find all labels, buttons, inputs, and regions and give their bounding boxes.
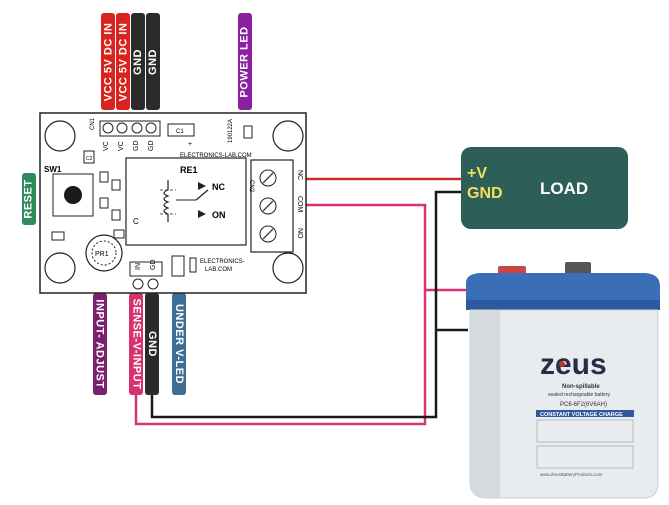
cn1-header xyxy=(99,120,161,137)
load-title: LOAD xyxy=(540,179,588,198)
reset-label: RESET xyxy=(22,173,36,225)
c2-text: C2 xyxy=(86,156,93,162)
cn2-text: CN2 xyxy=(248,180,254,193)
relay-board: CN1 VC VC GD GD C1 + 190122A ELECTRONICS… xyxy=(39,112,307,294)
site-text-bottom-1: ELECTRONICS- xyxy=(200,259,245,265)
site-text-top: ELECTRONICS-LAB.COM xyxy=(180,153,252,159)
no-terminal-text: NO xyxy=(296,228,303,239)
wire-com-to-battery-plus xyxy=(305,203,468,292)
battery: zeus Non-spillable sealed rechargeable b… xyxy=(466,262,660,499)
battery-charge: CONSTANT VOLTAGE CHARGE xyxy=(540,412,623,418)
com-terminal-text: COM xyxy=(296,196,303,213)
sense-input-label: SENSE-V-INPUT xyxy=(129,293,143,395)
wire-sense-to-battery-plus xyxy=(134,290,427,426)
mounting-hole xyxy=(272,252,304,284)
power-led-label: POWER LED xyxy=(238,13,252,110)
load-box: +V GND LOAD xyxy=(461,147,628,229)
vc-pin-1: VC xyxy=(103,141,110,151)
gnd-label-2: GND xyxy=(146,13,160,110)
relay-on-text: ON xyxy=(212,210,226,220)
relay-coil xyxy=(163,180,170,222)
battery-sub1: Non-spillable xyxy=(562,384,600,390)
sw1-text: SW1 xyxy=(44,165,62,174)
mounting-hole xyxy=(44,252,76,284)
battery-model: PC6-6F2(6V6AH) xyxy=(560,402,607,408)
load-gnd: GND xyxy=(467,185,503,202)
wires xyxy=(134,177,468,426)
pr1-text: PR1 xyxy=(95,251,109,258)
c-text: C xyxy=(133,217,139,226)
in-pin-text: IN xyxy=(135,263,142,270)
gnd-label-1: GND xyxy=(131,13,145,110)
relay-nc-text: NC xyxy=(212,182,225,192)
under-v-led-label: UNDER V-LED xyxy=(172,293,186,395)
gnd-label-bottom: GND xyxy=(145,293,159,395)
gd-pin-text: GD xyxy=(150,260,157,271)
nc-terminal-text: NC xyxy=(296,170,303,180)
battery-site: www.ZeusBatteryProducts.com xyxy=(540,472,603,477)
battery-sub2: sealed rechargeable battery xyxy=(548,392,610,398)
battery-brand: zeus xyxy=(540,348,607,381)
gd-pin-1: GD xyxy=(133,141,140,152)
wire-gnd-to-battery-minus xyxy=(150,190,468,419)
part-number: 190122A xyxy=(228,119,234,143)
mounting-hole xyxy=(44,120,76,152)
vc-pin-2: VC xyxy=(118,141,125,151)
load-plus-v: +V xyxy=(467,165,487,182)
vcc-label-2: VCC 5V DC IN xyxy=(116,13,130,110)
plus-text: + xyxy=(188,141,192,148)
gd-pin-2: GD xyxy=(148,141,155,152)
input-adjust-label: INPUT- ADJUST xyxy=(93,293,107,395)
reset-switch xyxy=(52,173,94,217)
vcc-label-1: VCC 5V DC IN xyxy=(101,13,115,110)
cn1-text: CN1 xyxy=(90,117,96,130)
re1-text: RE1 xyxy=(180,165,198,175)
relay-re1 xyxy=(125,157,247,246)
site-text-bottom-2: LAB.COM xyxy=(205,267,232,273)
c1-text: C1 xyxy=(176,129,184,135)
mounting-hole xyxy=(272,120,304,152)
